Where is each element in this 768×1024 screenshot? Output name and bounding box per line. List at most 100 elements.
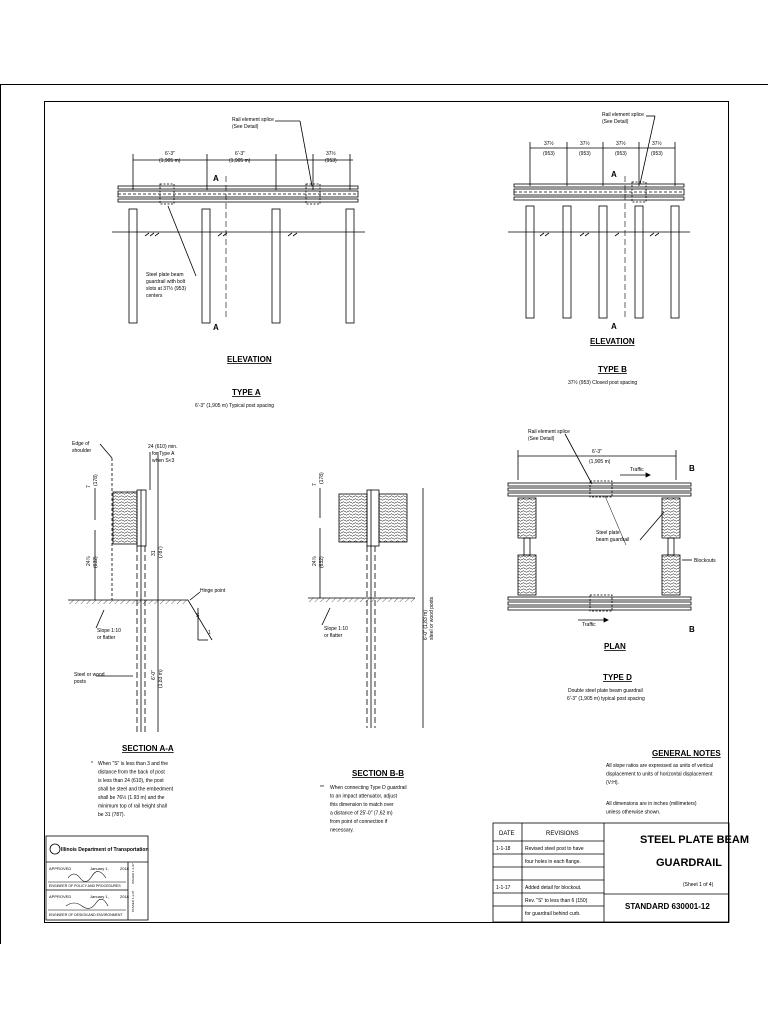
section-bb — [308, 488, 424, 728]
type-b-dim-3: 37½ — [616, 140, 627, 147]
revision-text: four holes in each flange. — [525, 859, 581, 865]
type-b-dim-2-metric: (953) — [579, 151, 591, 157]
general-note-line: displacement to units of horizontal disp… — [606, 772, 713, 778]
revision-text: for guardrail behind curb. — [525, 911, 581, 917]
type-d-dim-metric: (1,905 m) — [589, 459, 611, 465]
aa-note-line: When "S" is less than 3 and the — [98, 761, 168, 767]
type-b-dim-3-metric: (953) — [615, 151, 627, 157]
type-d-caption-2: 6'-3" (1,905 m) typical post spacing — [567, 696, 645, 702]
revision-text: Rev. "S" to less than 6 (150) — [525, 898, 588, 904]
type-d-plan — [507, 433, 692, 623]
type-d-splice-label-1: Rail element splice — [528, 429, 570, 435]
section-bb-title: SECTION B-B — [352, 769, 404, 778]
tb-date-header: DATE — [499, 831, 515, 837]
bb-note-mark: ** — [320, 785, 324, 791]
bb-note-line: this dimension to match over — [330, 802, 394, 808]
aa-note-mark: * — [91, 761, 93, 767]
revision-text: Added detail for blockout. — [525, 885, 581, 891]
aa-min-label-2: for Type A — [152, 451, 175, 457]
type-b-caption: 37½ (953) Closed post spacing — [568, 379, 637, 386]
tb-role-1: ENGINEER OF POLICY AND PROCEDURES — [49, 884, 121, 888]
aa-hinge-label: Hinge point — [200, 588, 226, 594]
tb-side-2: PASSED 1-1-97 — [131, 890, 135, 912]
type-b-splice-label-1: Rail element splice — [602, 112, 644, 118]
type-a-dim-3: 37½ — [326, 150, 337, 157]
aa-edge-label-1: Edge of — [72, 441, 90, 447]
type-d-dim: 6'-3" — [592, 449, 602, 455]
tb-approved-2: APPROVED — [49, 894, 71, 899]
general-note-line: All slope ratios are expressed as units … — [606, 763, 713, 769]
type-b-dim-1-metric: (953) — [543, 151, 555, 157]
type-d-type-title: TYPE D — [603, 673, 632, 682]
bb-slope-label-1: Slope 1:10 — [324, 626, 348, 632]
drawing-title-2: GUARDRAIL — [656, 857, 722, 869]
aa-slope-label-2: or flatter — [97, 635, 116, 641]
tb-date-1: January 1, — [90, 866, 109, 871]
bb-slope-label-2: or flatter — [324, 633, 343, 639]
aa-note-line: shall be steel and the embedment — [98, 787, 174, 793]
type-a-section-mark-top: A — [213, 174, 219, 183]
type-d-traffic-bottom: Traffic — [582, 622, 596, 628]
bb-note-line: a distance of 25'-0" (7,62 m) — [330, 811, 393, 817]
type-d-blockouts-label: Blockouts — [694, 558, 716, 564]
bb-note-line: When connecting Type D guardrail — [330, 785, 407, 791]
type-a-dim-1: 6'-3" — [165, 151, 175, 157]
sheet-number: (Sheet 1 of 4) — [683, 882, 714, 888]
tb-year-2: 2018 — [120, 894, 130, 899]
type-a-dim-2: 6'-3" — [235, 151, 245, 157]
tb-revisions-header: REVISIONS — [546, 831, 579, 837]
aa-dim-31-metric: (787) — [158, 546, 164, 558]
drawing-border-top — [0, 84, 768, 945]
type-b-dim-4: 37½ — [652, 140, 663, 147]
type-d-traffic-top: Traffic — [630, 467, 644, 473]
type-a-view-title: ELEVATION — [227, 355, 272, 364]
type-d-guardrail-label-1: Steel plate — [596, 530, 620, 536]
type-b-dim-4-metric: (953) — [651, 151, 663, 157]
type-a-guardrail-label-2: guardrail with bolt — [146, 279, 186, 285]
aa-dim-31: 31 — [151, 550, 157, 556]
bb-dim-vertical-2: steel or wood posts — [429, 596, 435, 640]
bb-note-line: from point of connection if — [330, 819, 388, 825]
type-a-guardrail-label-4: centers — [146, 293, 163, 299]
bb-dim-7: 7 — [312, 483, 318, 486]
section-aa-title: SECTION A-A — [122, 744, 174, 753]
general-notes-2: All dimensions are in inches (millimeter… — [606, 801, 697, 816]
type-a-dim-1-metric: (1,905 m) — [159, 158, 181, 164]
bb-dim-24: 24⅞ — [312, 555, 318, 566]
aa-note-line: minimum top of rail height shall — [98, 804, 167, 810]
type-a-splice-label-2: (See Detail) — [232, 124, 259, 130]
type-b-elevation — [508, 115, 690, 319]
bb-note-line: necessary. — [330, 828, 354, 834]
tb-side-1: ISSUED 1-1-97 — [131, 863, 135, 884]
aa-dim-6: 6'-0" — [151, 670, 157, 680]
aa-note-line: shall be 76½ (1.93 m) and the — [98, 794, 165, 801]
revision-date: 1-1-18 — [496, 846, 511, 852]
aa-note-lines: When "S" is less than 3 and thedistance … — [98, 761, 174, 818]
bb-dim-7-metric: (178) — [319, 472, 325, 484]
aa-slope-label-1: Slope 1:10 — [97, 628, 121, 634]
type-b-view-title: ELEVATION — [590, 337, 635, 346]
title-block — [45, 822, 730, 923]
aa-posts-label-2: posts — [74, 679, 86, 685]
type-b-section-mark-top: A — [611, 170, 617, 179]
type-a-splice-label-1: Rail element splice — [232, 117, 274, 123]
type-d-guardrail-label-2: beam guardrail — [596, 537, 629, 543]
general-note-line: unless otherwise shown. — [606, 810, 660, 816]
tb-year-1: 2018 — [120, 866, 130, 871]
drawing-border-left — [0, 84, 1, 944]
type-d-splice-label-2: (See Detail) — [528, 436, 555, 442]
general-notes-title: GENERAL NOTES — [652, 749, 721, 758]
type-d-view-title: PLAN — [604, 642, 626, 651]
type-b-dim-1: 37½ — [544, 140, 555, 147]
bb-dim-vertical: 6'-0" (1,83 m) — [423, 610, 429, 640]
aa-dim-7: 7 — [86, 485, 92, 488]
type-d-section-mark-bottom: B — [689, 625, 695, 634]
bb-dim-24-metric: (632) — [319, 556, 325, 568]
type-b-dim-2: 37½ — [580, 140, 591, 147]
aa-dim-24-metric: (632) — [93, 556, 99, 568]
aa-posts-label-1: Steel or wood — [74, 672, 105, 678]
type-d-caption-1: Double steel plate beam guardrail — [568, 688, 643, 694]
general-note-line: (V:H). — [606, 780, 619, 786]
aa-dim-24: 24⅞ — [86, 555, 92, 566]
